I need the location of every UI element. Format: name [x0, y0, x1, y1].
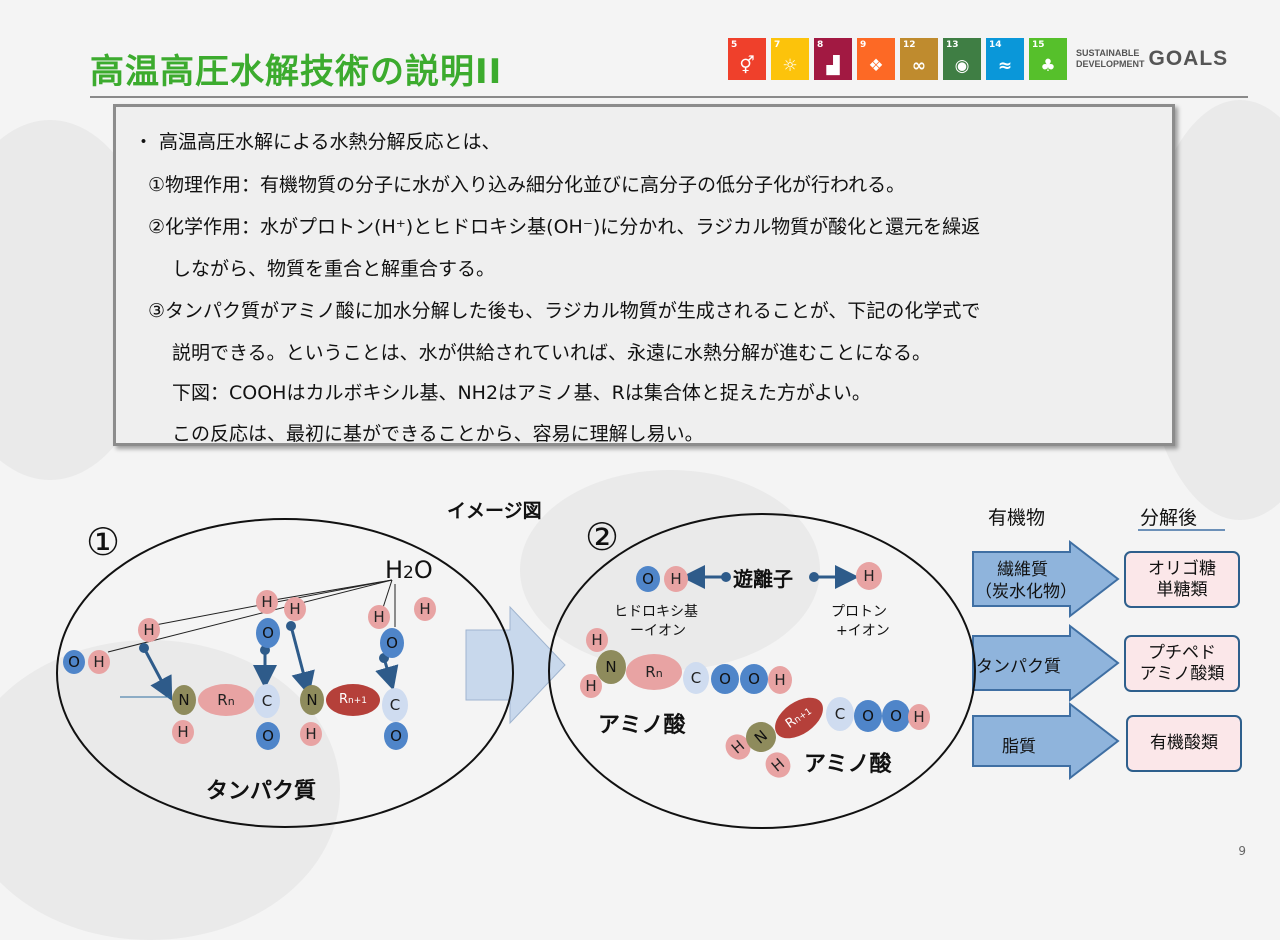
page-number: 9 [1238, 844, 1246, 858]
hydrogen-atom: H [300, 722, 322, 746]
carbon-atom: C [826, 697, 854, 731]
water-label-h: H [385, 556, 404, 584]
after-header: 分解後 [1140, 507, 1198, 529]
r-group-atom: Rn [198, 684, 254, 716]
hydrogen-atom: H [368, 605, 390, 629]
hydrogen-atom: H [768, 666, 792, 694]
hydroxide-hydrogen: H [664, 566, 688, 592]
sdg-logo-goals: GOALS [1148, 47, 1229, 70]
input-label-lipid: 脂質 [1002, 737, 1036, 757]
output-acid-line1: 有機酸類 [1150, 733, 1218, 753]
r-group-sub: n [227, 695, 235, 708]
explanation-line-8: この反応は、最初に基ができることから、容易に理解し易い。 [172, 423, 704, 445]
sdg-goal-15-icon: 15♣ [1029, 38, 1067, 80]
hydrogen-atom: H [908, 704, 930, 730]
nitrogen-atom: N [596, 650, 626, 684]
hydrogen-atom: H [172, 720, 194, 744]
explanation-line-5: ③タンパク質がアミノ酸に加水分解した後も、ラジカル物質が生成されることが、下記の… [148, 300, 981, 322]
sdg-goal-9-icon: 9❖ [857, 38, 895, 80]
r-group-label: R [217, 691, 228, 709]
proton-hydrogen: H [856, 562, 882, 590]
nitrogen-atom: N [300, 685, 324, 715]
proton-label-2: +イオン [836, 623, 890, 639]
hydrogen-atom: H [586, 628, 608, 652]
carbon-atom: C [382, 688, 408, 722]
output-box-sugar: オリゴ糖 単糖類 [1124, 551, 1240, 608]
explanation-line-1: ・ 高温高圧水解による水熱分解反応とは、 [134, 131, 501, 153]
sdg-goal-5-icon: 5⚥ [728, 38, 766, 80]
r-group-label: R [645, 663, 656, 681]
proton-label-1: プロトン [831, 604, 887, 620]
free-ion-label: 遊離子 [733, 567, 793, 591]
hydroxide-oxygen: O [636, 566, 660, 592]
hydrogen-atom: H [284, 597, 306, 621]
hydrogen-atom: H [88, 650, 110, 674]
explanation-line-2: ①物理作用：有機物質の分子に水が入り込み細分化並びに高分子の低分子化が行われる。 [148, 174, 906, 196]
oxygen-atom: O [711, 664, 739, 694]
water-label: H2O [385, 556, 433, 584]
output-sugar-line2: 単糖類 [1156, 579, 1208, 600]
circle-2-marker: ② [585, 515, 620, 559]
title-underline [90, 96, 1248, 98]
explanation-line-3: ②化学作用：水がプロトン(H⁺)とヒドロキシ基(OH⁻)に分かれ、ラジカル物質が… [148, 216, 981, 238]
amino-acid-label-2: アミノ酸 [804, 752, 892, 777]
oxygen-atom: O [63, 650, 85, 674]
explanation-line-7: 下図：COOHはカルボキシル基、NH2はアミノ基、Rは集合体と捉えた方がよい。 [172, 382, 871, 404]
output-sugar-line1: オリゴ糖 [1148, 558, 1216, 579]
r-group-sub: n [655, 667, 663, 680]
sdg-goal-7-icon: 7☼ [771, 38, 809, 80]
input-fiber-line2: （炭水化物） [975, 582, 1077, 602]
protein-ellipse [56, 518, 514, 828]
oxygen-atom: O [854, 700, 882, 732]
oxygen-atom: O [740, 664, 768, 694]
diagram-connectors [107, 529, 1225, 781]
output-amino-line1: プチペド [1148, 642, 1216, 663]
output-amino-line2: アミノ酸類 [1139, 663, 1225, 684]
oxygen-atom: O [256, 722, 280, 750]
water-label-o: O [413, 556, 433, 584]
oxygen-atom: O [256, 618, 280, 648]
explanation-box: ・ 高温高圧水解による水熱分解反応とは、 ①物理作用：有機物質の分子に水が入り込… [113, 104, 1175, 446]
sdg-goal-8-icon: 8▟ [814, 38, 852, 80]
r-group-atom: Rn [626, 654, 682, 690]
sdg-goal-13-icon: 13◉ [943, 38, 981, 80]
sdg-goal-14-icon: 14≈ [986, 38, 1024, 80]
hydroxide-label-2: ーイオン [630, 623, 686, 639]
oxygen-atom: O [384, 722, 408, 750]
hydrogen-atom: H [138, 618, 160, 642]
hydrogen-atom: H [414, 597, 436, 621]
protein-label: タンパク質 [206, 779, 317, 804]
hydrogen-atom: H [580, 674, 602, 698]
sdg-goal-12-icon: 12∞ [900, 38, 938, 80]
explanation-line-6: 説明できる。ということは、水が供給されていれば、永遠に水熱分解が進むことになる。 [172, 342, 932, 364]
input-label-fiber: 繊維質 （炭水化物） [975, 559, 1077, 603]
amino-acid-ellipse [548, 513, 976, 829]
sdg-logo-line1: SUSTAINABLE [1076, 48, 1140, 58]
sdg-logo-line2: DEVELOPMENT [1076, 59, 1145, 69]
r-group-next-sub: n+1 [792, 706, 814, 726]
water-label-sub: 2 [403, 563, 414, 583]
nitrogen-atom: N [172, 685, 196, 715]
carbon-atom: C [254, 684, 280, 718]
input-fiber-line1: 繊維質 [997, 560, 1048, 580]
r-group-next-label: R [338, 692, 349, 707]
oxygen-atom: O [380, 628, 404, 658]
hydroxide-label-1: ヒドロキシ基 [614, 604, 698, 620]
circle-1-marker: ① [86, 520, 121, 564]
oxygen-atom: O [882, 700, 910, 732]
image-label: イメージ図 [447, 500, 542, 522]
output-box-amino: プチペド アミノ酸類 [1124, 635, 1240, 692]
amino-acid-label-1: アミノ酸 [598, 713, 686, 738]
r-group-next-atom: Rn+1 [326, 684, 380, 716]
output-box-acid: 有機酸類 [1126, 715, 1242, 772]
organic-header: 有機物 [988, 507, 1046, 529]
hydrogen-atom: H [256, 590, 278, 614]
carbon-atom: C [683, 662, 709, 694]
r-group-next-sub: n+1 [348, 696, 368, 706]
explanation-line-4: しながら、物質を重合と解重合する。 [172, 258, 496, 280]
input-label-protein: タンパク質 [976, 657, 1061, 677]
slide-title: 高温高圧水解技術の説明II [90, 52, 503, 92]
